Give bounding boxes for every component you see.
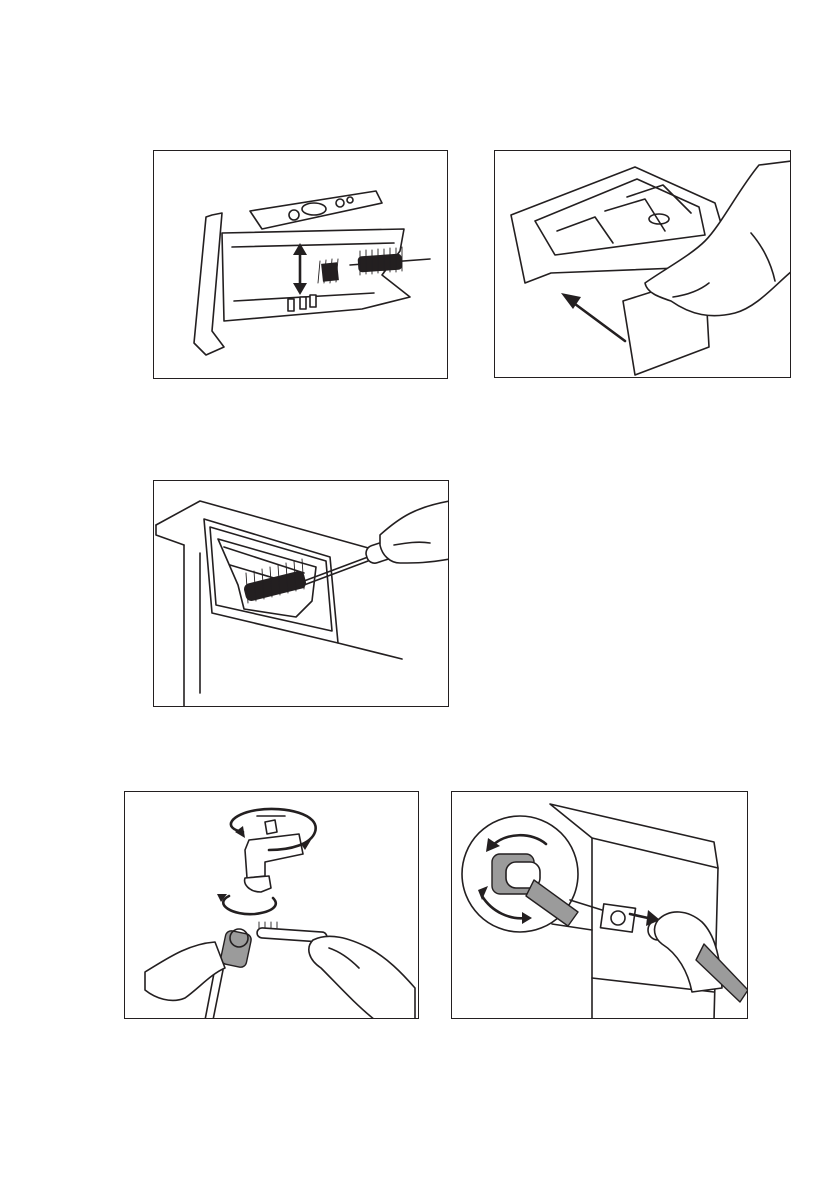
figure-inlet-valve-filter-cleaning xyxy=(451,791,748,1019)
figure-inlet-hose-filter-cleaning xyxy=(124,791,419,1019)
figure-drawer-insert-removal xyxy=(494,150,791,378)
figure-drawer-insert-cleaning xyxy=(153,150,448,379)
figure-drawer-recess-cleaning xyxy=(153,480,449,707)
recess-brush-icon xyxy=(154,481,449,707)
drawer-pull-icon xyxy=(495,151,791,378)
tap-filter-icon xyxy=(125,792,419,1019)
drawer-brush-icon xyxy=(154,151,448,379)
valve-filter-icon xyxy=(452,792,748,1019)
